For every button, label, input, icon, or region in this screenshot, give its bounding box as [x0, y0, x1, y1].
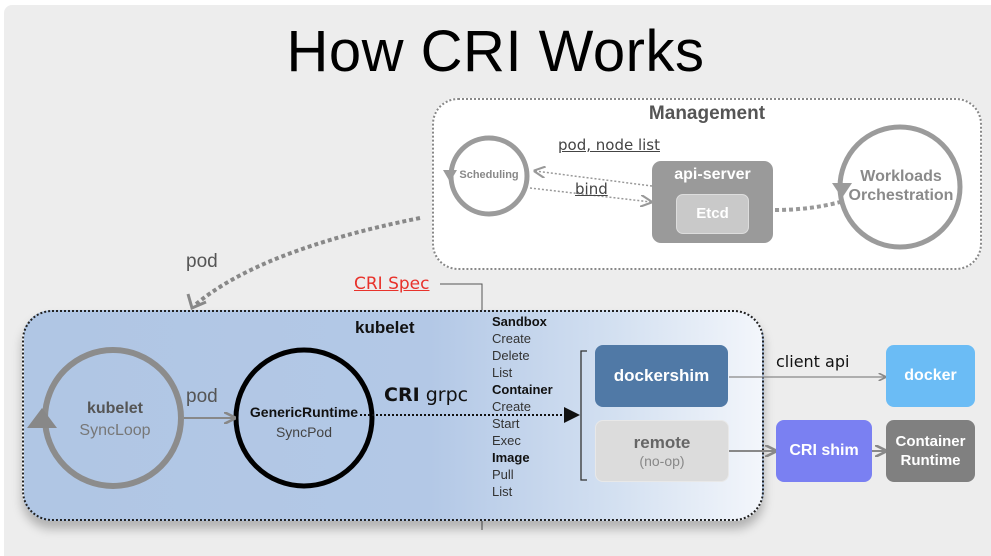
remote-line2: (no-op)	[639, 453, 685, 469]
edge-label-client-api: client api	[776, 352, 850, 371]
container-runtime-box[interactable]: Container Runtime	[886, 420, 975, 482]
etcd-box[interactable]	[676, 194, 749, 234]
cri-grpc-bold: CRI	[384, 384, 420, 406]
workloads-orchestration-label: Workloads Orchestration	[845, 167, 957, 205]
spec-group-heading: Sandbox	[492, 314, 547, 329]
container-runtime-line2: Runtime	[900, 452, 961, 469]
remote-line1: remote	[633, 433, 691, 452]
spec-method: List	[492, 365, 513, 380]
workloads-arrowhead	[832, 183, 852, 198]
spec-group-heading: Container	[492, 382, 553, 397]
etcd-label: Etcd	[696, 205, 729, 222]
docker-label: docker	[904, 367, 957, 384]
syncloop-line1: kubelet	[86, 400, 143, 417]
cri-grpc-label: CRI grpc	[384, 384, 468, 406]
docker-box[interactable]: docker	[886, 345, 975, 407]
cri-shim-label: CRI shim	[789, 442, 859, 459]
edge-api-workloads	[774, 200, 841, 212]
cri-spec-label[interactable]: CRI Spec	[354, 274, 430, 294]
syncloop-line2: SyncLoop	[79, 422, 151, 439]
dockershim-box[interactable]: dockershim	[595, 345, 728, 407]
spec-method: Create	[492, 399, 532, 414]
kubelet-title: kubelet	[355, 318, 415, 337]
api-server-label: api-server	[674, 166, 751, 183]
cri-grpc-rest: grpc	[419, 384, 469, 406]
scheduling-label: Scheduling	[459, 169, 519, 181]
syncloop-arrowhead	[27, 408, 57, 428]
bracket	[580, 350, 587, 481]
spec-group-heading: Image	[492, 450, 530, 465]
generic-runtime-label: GenericRuntime SyncPod	[236, 402, 372, 442]
scheduling-arrowhead	[443, 170, 457, 182]
cri-shim-box[interactable]: CRI shim	[776, 420, 872, 482]
edge-pod-arrowhead	[186, 293, 207, 311]
edge-label-bind: bind	[575, 180, 608, 198]
spec-method: Exec	[492, 433, 521, 448]
edge-label-pod-kubelet: pod	[186, 386, 218, 407]
management-title: Management	[648, 103, 766, 124]
dockershim-label: dockershim	[613, 366, 710, 385]
generic-line2: SyncPod	[275, 424, 333, 440]
generic-line1: GenericRuntime	[249, 404, 359, 420]
generic-runtime-ring	[233, 347, 375, 489]
spec-method: Create	[492, 331, 532, 346]
syncloop-label: kubelet SyncLoop	[60, 398, 170, 442]
workloads-line1: Workloads	[860, 168, 942, 185]
spec-method: Delete	[492, 348, 530, 363]
edge-pod-to-kubelet	[193, 216, 421, 307]
spec-method: Start	[492, 416, 520, 431]
edge-label-pod-top: pod	[186, 251, 218, 272]
edge-label-pod-node-list: pod, node list	[558, 136, 660, 154]
edge-bind	[529, 187, 651, 202]
remote-box[interactable]: remote (no-op)	[595, 420, 729, 482]
spec-method: Pull	[492, 467, 514, 482]
workloads-line2: Orchestration	[848, 187, 954, 204]
spec-method: List	[492, 484, 513, 499]
container-runtime-line1: Container	[895, 433, 966, 450]
page-title: How CRI Works	[286, 19, 705, 84]
